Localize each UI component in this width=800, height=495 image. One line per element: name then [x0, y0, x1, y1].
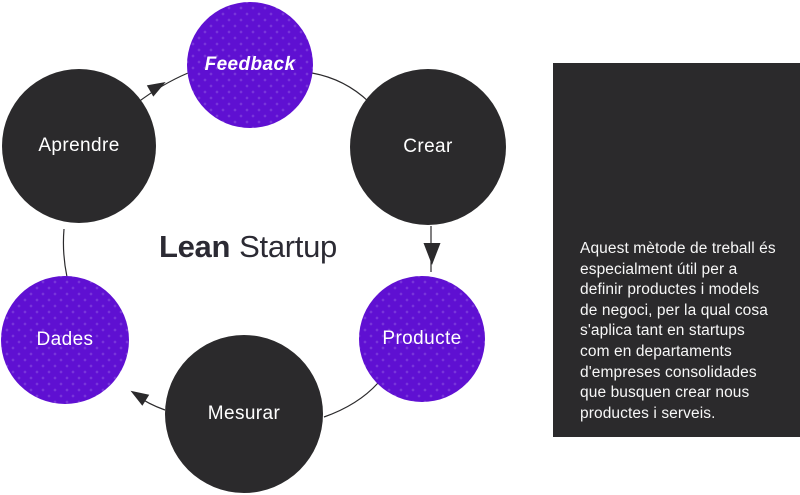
- diagram-title-light: Startup: [239, 229, 337, 264]
- cycle-node-crear: Crear: [350, 69, 506, 225]
- cycle-node-aprendre: Aprendre: [2, 69, 156, 223]
- connector-producte-mesurar: [323, 382, 379, 418]
- cycle-node-producte-label: Producte: [382, 328, 462, 349]
- cycle-node-feedback-label: Feedback: [204, 54, 296, 75]
- cycle-node-mesurar-label: Mesurar: [207, 403, 281, 424]
- arrowhead-aprendre-feedback-icon: [146, 82, 166, 97]
- cycle-node-producte: Producte: [359, 276, 485, 402]
- diagram-title-bold: Lean: [158, 229, 231, 264]
- connector-dades-aprendre: [62, 228, 68, 278]
- arrowhead-crear-producte-icon: [423, 243, 441, 265]
- cycle-node-aprendre-label: Aprendre: [38, 135, 120, 156]
- cycle-node-feedback: Feedback: [187, 2, 313, 128]
- description-panel-text: Aquest mètode de treball és especialment…: [580, 240, 776, 422]
- connector-aprendre-feedback: [136, 72, 189, 104]
- cycle-node-mesurar: Mesurar: [165, 335, 323, 493]
- cycle-node-crear-label: Crear: [403, 136, 453, 157]
- description-panel: Aquest mètode de treball és especialment…: [553, 63, 800, 437]
- cycle-node-dades-label: Dades: [36, 329, 94, 350]
- cycle-node-dades: Dades: [1, 276, 129, 404]
- connector-feedback-crear: [311, 72, 370, 103]
- arrowhead-mesurar-dades-icon: [130, 390, 150, 406]
